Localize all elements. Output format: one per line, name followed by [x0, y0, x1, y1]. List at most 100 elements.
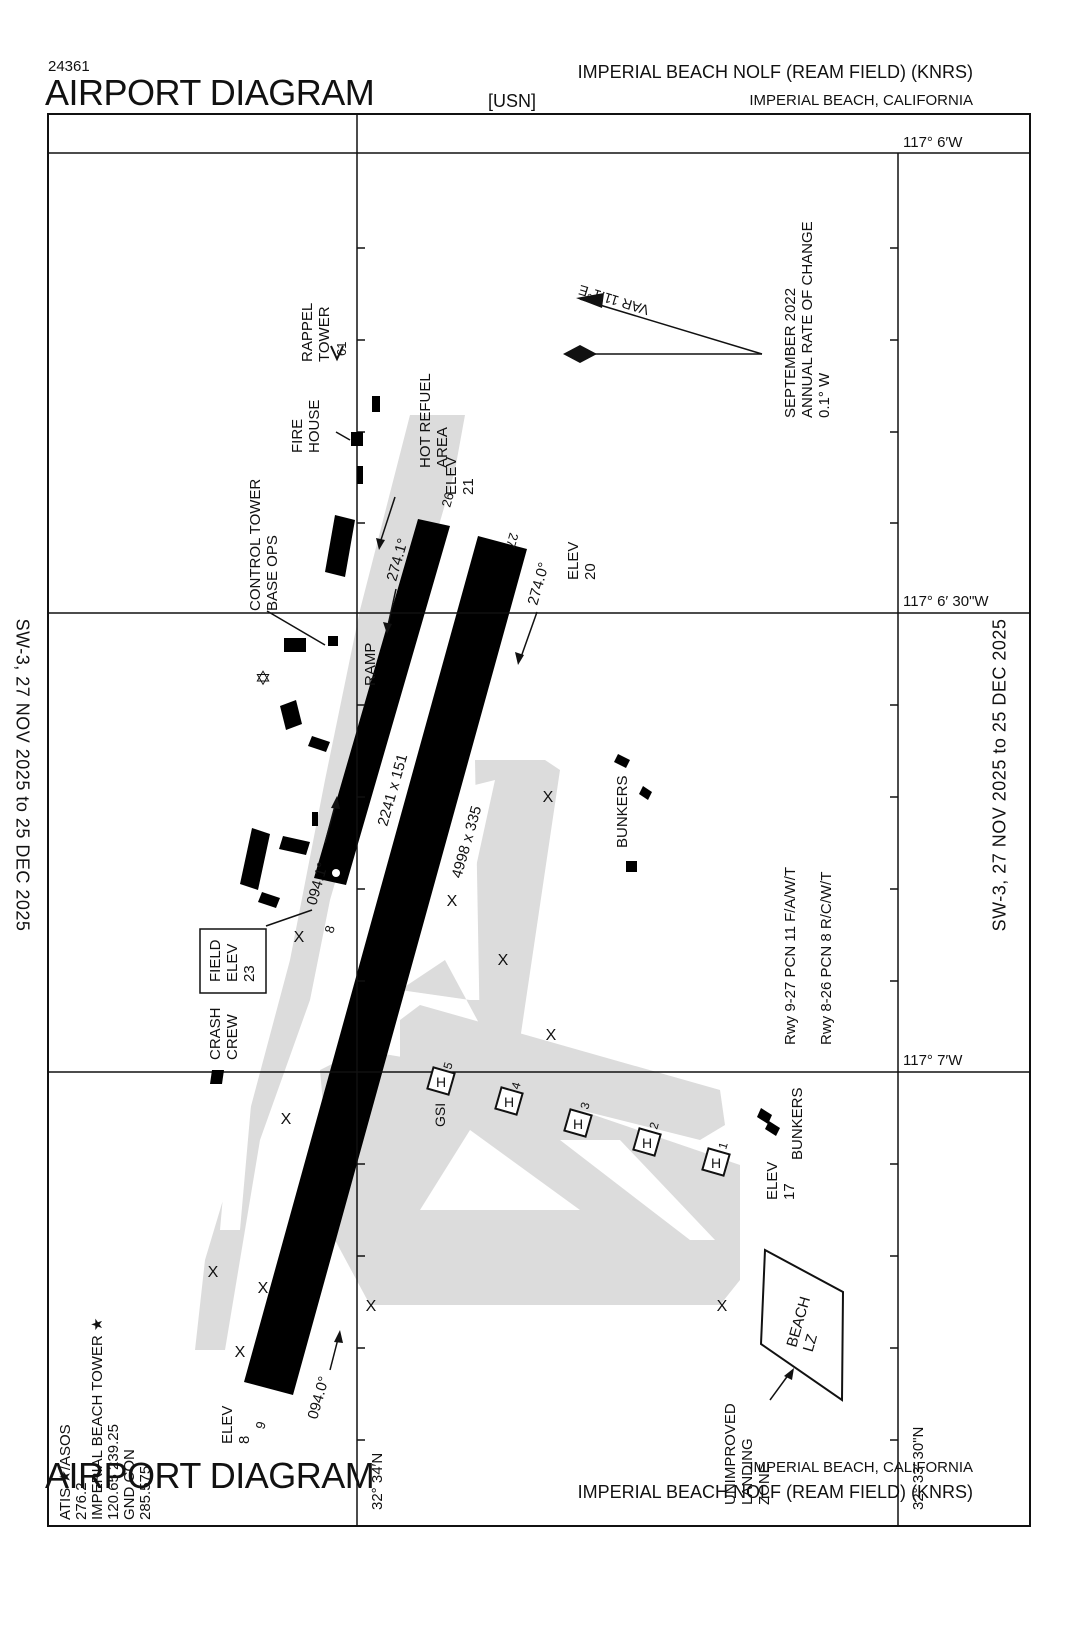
arrowheads — [331, 293, 794, 1380]
lat-label-right: 32° 33′ 30"N — [910, 1427, 927, 1510]
building — [308, 736, 330, 752]
leader-lines — [265, 298, 790, 1401]
helipad-h-icon: H — [573, 1116, 583, 1132]
runway-8-26 — [314, 519, 450, 885]
building — [258, 892, 280, 908]
arrowhead — [784, 1368, 794, 1380]
hot-refuel-label: HOT REFUEL AREA — [417, 370, 451, 468]
helipad-1 — [701, 1147, 731, 1177]
arrowhead — [334, 1330, 343, 1343]
mag-north-arrowhead — [563, 345, 597, 363]
true-north-line — [579, 298, 763, 355]
helipad-h-icon: H — [504, 1094, 514, 1110]
chart-number: 24361 — [48, 58, 90, 75]
rwy9-heading: 094.0° — [305, 1375, 333, 1422]
location-label: IMPERIAL BEACH, CALIFORNIA — [749, 92, 973, 109]
helipad-h-marks: H H H H H — [436, 1074, 721, 1171]
footer-title: AIRPORT DIAGRAM — [45, 1455, 375, 1496]
x-mark: X — [208, 1264, 219, 1281]
x-mark: X — [543, 789, 554, 806]
helipad-h-icon: H — [642, 1135, 652, 1151]
crash-crew-label: CRASH CREW — [207, 1003, 241, 1060]
east-connector — [400, 960, 520, 1025]
helipad-h-icon: H — [711, 1155, 721, 1171]
x-mark: X — [366, 1298, 377, 1315]
inner-island — [220, 1060, 255, 1230]
unimproved-leader — [769, 1373, 790, 1401]
south-island-2 — [560, 1140, 715, 1240]
page-title: AIRPORT DIAGRAM — [45, 72, 375, 113]
helipad-h-icon: H — [436, 1074, 446, 1090]
building — [280, 700, 302, 730]
control-tower-building — [325, 515, 355, 577]
building — [372, 396, 380, 412]
elev-17-label: ELEV 17 — [764, 1157, 798, 1200]
helipad-number: 3 — [577, 1100, 592, 1111]
east-taxiway — [475, 760, 560, 1040]
fire-house-building — [351, 432, 363, 446]
rwy8-threshold-mark — [332, 869, 340, 877]
closed-marks: X X X X X X X X X X X — [208, 789, 728, 1361]
rwy27-heading: 274.0° — [525, 561, 553, 608]
helipad-2 — [632, 1127, 662, 1157]
fire-house-leader — [335, 431, 351, 441]
building — [328, 636, 338, 646]
var-label: VAR 11.1°E — [577, 282, 651, 319]
rate-of-change-label: SEPTEMBER 2022 ANNUAL RATE OF CHANGE 0.1… — [782, 217, 833, 418]
bunkers-label: BUNKERS — [614, 775, 631, 848]
lon-label-mid: 117° 6′ 30"W — [903, 593, 989, 610]
rwy9-elev: ELEV 8 — [219, 1401, 253, 1444]
true-north-arrowhead — [576, 293, 604, 308]
arrowhead — [515, 652, 524, 665]
x-mark: X — [498, 952, 509, 969]
bunker — [765, 1121, 780, 1136]
gsi-label: GSI — [432, 1103, 448, 1127]
x-mark: X — [281, 1111, 292, 1128]
x-mark: X — [717, 1298, 728, 1315]
footer-location: IMPERIAL BEACH, CALIFORNIA — [749, 1459, 973, 1476]
helipad-3 — [563, 1108, 593, 1138]
building — [357, 466, 363, 484]
building — [312, 812, 318, 826]
arrowhead — [331, 796, 340, 809]
rappel-tower-height: 61 — [334, 342, 349, 356]
footer-airport-name: IMPERIAL BEACH NOLF (REAM FIELD) (KNRS) — [577, 1482, 973, 1502]
rwy26-end: 26 — [438, 491, 456, 509]
hot-refuel-leader — [378, 496, 396, 547]
helipad-number: 2 — [646, 1120, 661, 1131]
south-island — [420, 1130, 580, 1210]
x-mark: X — [447, 893, 458, 910]
x-mark: X — [546, 1027, 557, 1044]
x-mark: X — [235, 1344, 246, 1361]
building — [240, 828, 270, 890]
arrowhead — [376, 538, 385, 550]
rwy8-end: 8 — [321, 924, 337, 935]
bunker — [626, 861, 637, 872]
helipad-number: 1 — [715, 1140, 730, 1151]
helipad-5 — [426, 1066, 456, 1096]
control-tower-leader — [266, 610, 326, 646]
field-elev-leader — [265, 909, 313, 927]
rwy8-heading-arrow — [324, 801, 337, 844]
rwy27-heading-arrow — [519, 611, 538, 661]
helipads — [426, 1066, 731, 1177]
arrowhead — [383, 622, 392, 634]
rwy26-heading-arrow — [386, 588, 397, 631]
airport-name: IMPERIAL BEACH NOLF (REAM FIELD) (KNRS) — [577, 62, 973, 82]
x-mark: X — [294, 929, 305, 946]
beach-lz-outline — [759, 1248, 845, 1402]
control-tower-label: CONTROL TOWER BASE OPS — [247, 475, 281, 611]
buildings — [210, 396, 780, 1136]
rwy9-end: 9 — [252, 1420, 268, 1431]
bunker — [614, 754, 630, 768]
lon-label-bottom: 117° 7′W — [903, 1052, 963, 1069]
ramp-label: RAMP — [362, 643, 379, 686]
x-mark: X — [258, 1280, 269, 1297]
rwy27-elev: ELEV 20 — [565, 537, 599, 580]
obstacle-tower-icon — [330, 345, 344, 362]
pcn-label: Rwy 9-27 PCN 11 F/A/W/T Rwy 8-26 PCN 8 R… — [782, 863, 835, 1045]
comms-block: ATIS ★/ASOS 276.2 IMPERIAL BEACH TOWER ★… — [57, 1313, 154, 1520]
rappel-tower-label: RAPPEL TOWER — [299, 299, 333, 362]
bunker — [639, 786, 652, 800]
